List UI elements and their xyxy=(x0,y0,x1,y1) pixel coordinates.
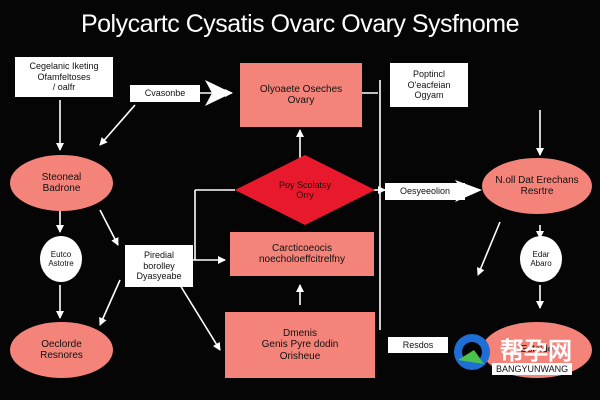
top-right-box: Poptincl O'eacfeian Ogyam xyxy=(390,63,468,107)
left-ellipse-top: Steoneal Badrone xyxy=(10,155,113,211)
arrow-left-ellipse-to-middle xyxy=(99,209,119,246)
arrow-head-ovaries xyxy=(205,80,232,106)
right-ellipse-top: N.oll Dat Erechans Resrtre xyxy=(482,158,592,214)
center-rect: Carcticoeocis noecholoeffcitrelfny xyxy=(230,232,374,276)
watermark-logo-icon xyxy=(454,334,490,370)
diamond-label: Poy Scoiatsy Orry xyxy=(278,179,332,200)
left-ellipse-bottom: Oeclorde Resnores xyxy=(10,322,113,378)
watermark-chinese: 帮孕网 xyxy=(500,337,572,365)
bottom-center-box: Dmenis Genis Pyre dodin Orisheue xyxy=(225,312,375,378)
bottom-right-box: Resdos xyxy=(388,337,448,353)
diagram-title: Polycartc Cysatis Ovarc Ovary Sysfnome xyxy=(80,10,520,38)
arrow-middle-to-bottom-center xyxy=(179,284,221,351)
left-small-ellipse: Eutco Astotre xyxy=(40,236,82,282)
arrow-right-diag xyxy=(476,221,501,276)
middle-left-box: Piredial borolley Dyasyeabe xyxy=(125,245,193,287)
ovaries-box: Cvasonbe xyxy=(130,85,200,102)
arrow-to-left-ellipse-diag xyxy=(99,104,136,146)
ovulation-box: Oesyeeolion xyxy=(385,183,465,200)
top-center-box: Olyoaete Oseches Ovary xyxy=(240,63,362,127)
top-left-box: Cegelanic Iketing Ofamfeltoses / oalfr xyxy=(15,57,113,97)
watermark-english: BANGYUNWANG xyxy=(492,363,573,375)
center-diamond-shape xyxy=(235,155,375,225)
arrow-middle-to-bottom-left xyxy=(99,279,121,326)
right-small-ellipse: Edar Abaro xyxy=(520,236,562,282)
